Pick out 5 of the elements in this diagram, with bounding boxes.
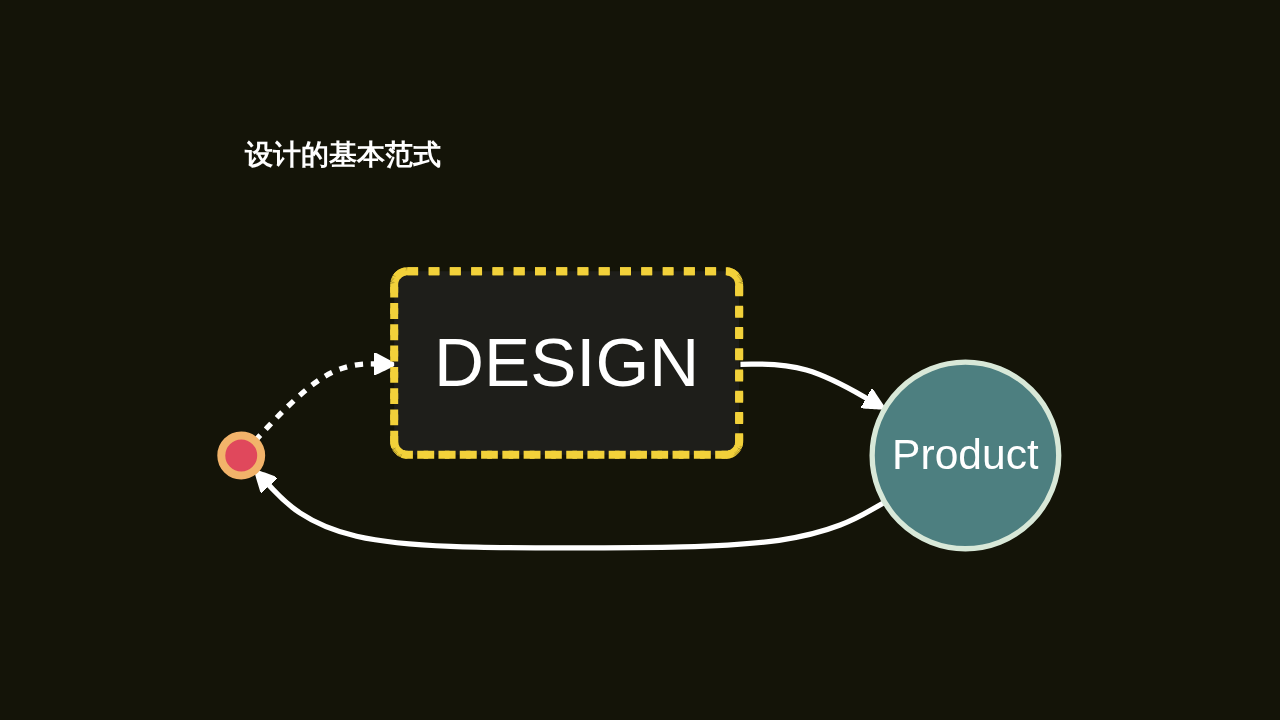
node-circle: Product	[869, 359, 1062, 552]
title: 设计的基本范式	[245, 137, 441, 173]
arrow	[740, 361, 886, 410]
node-person	[217, 431, 266, 480]
arrow	[253, 468, 886, 551]
